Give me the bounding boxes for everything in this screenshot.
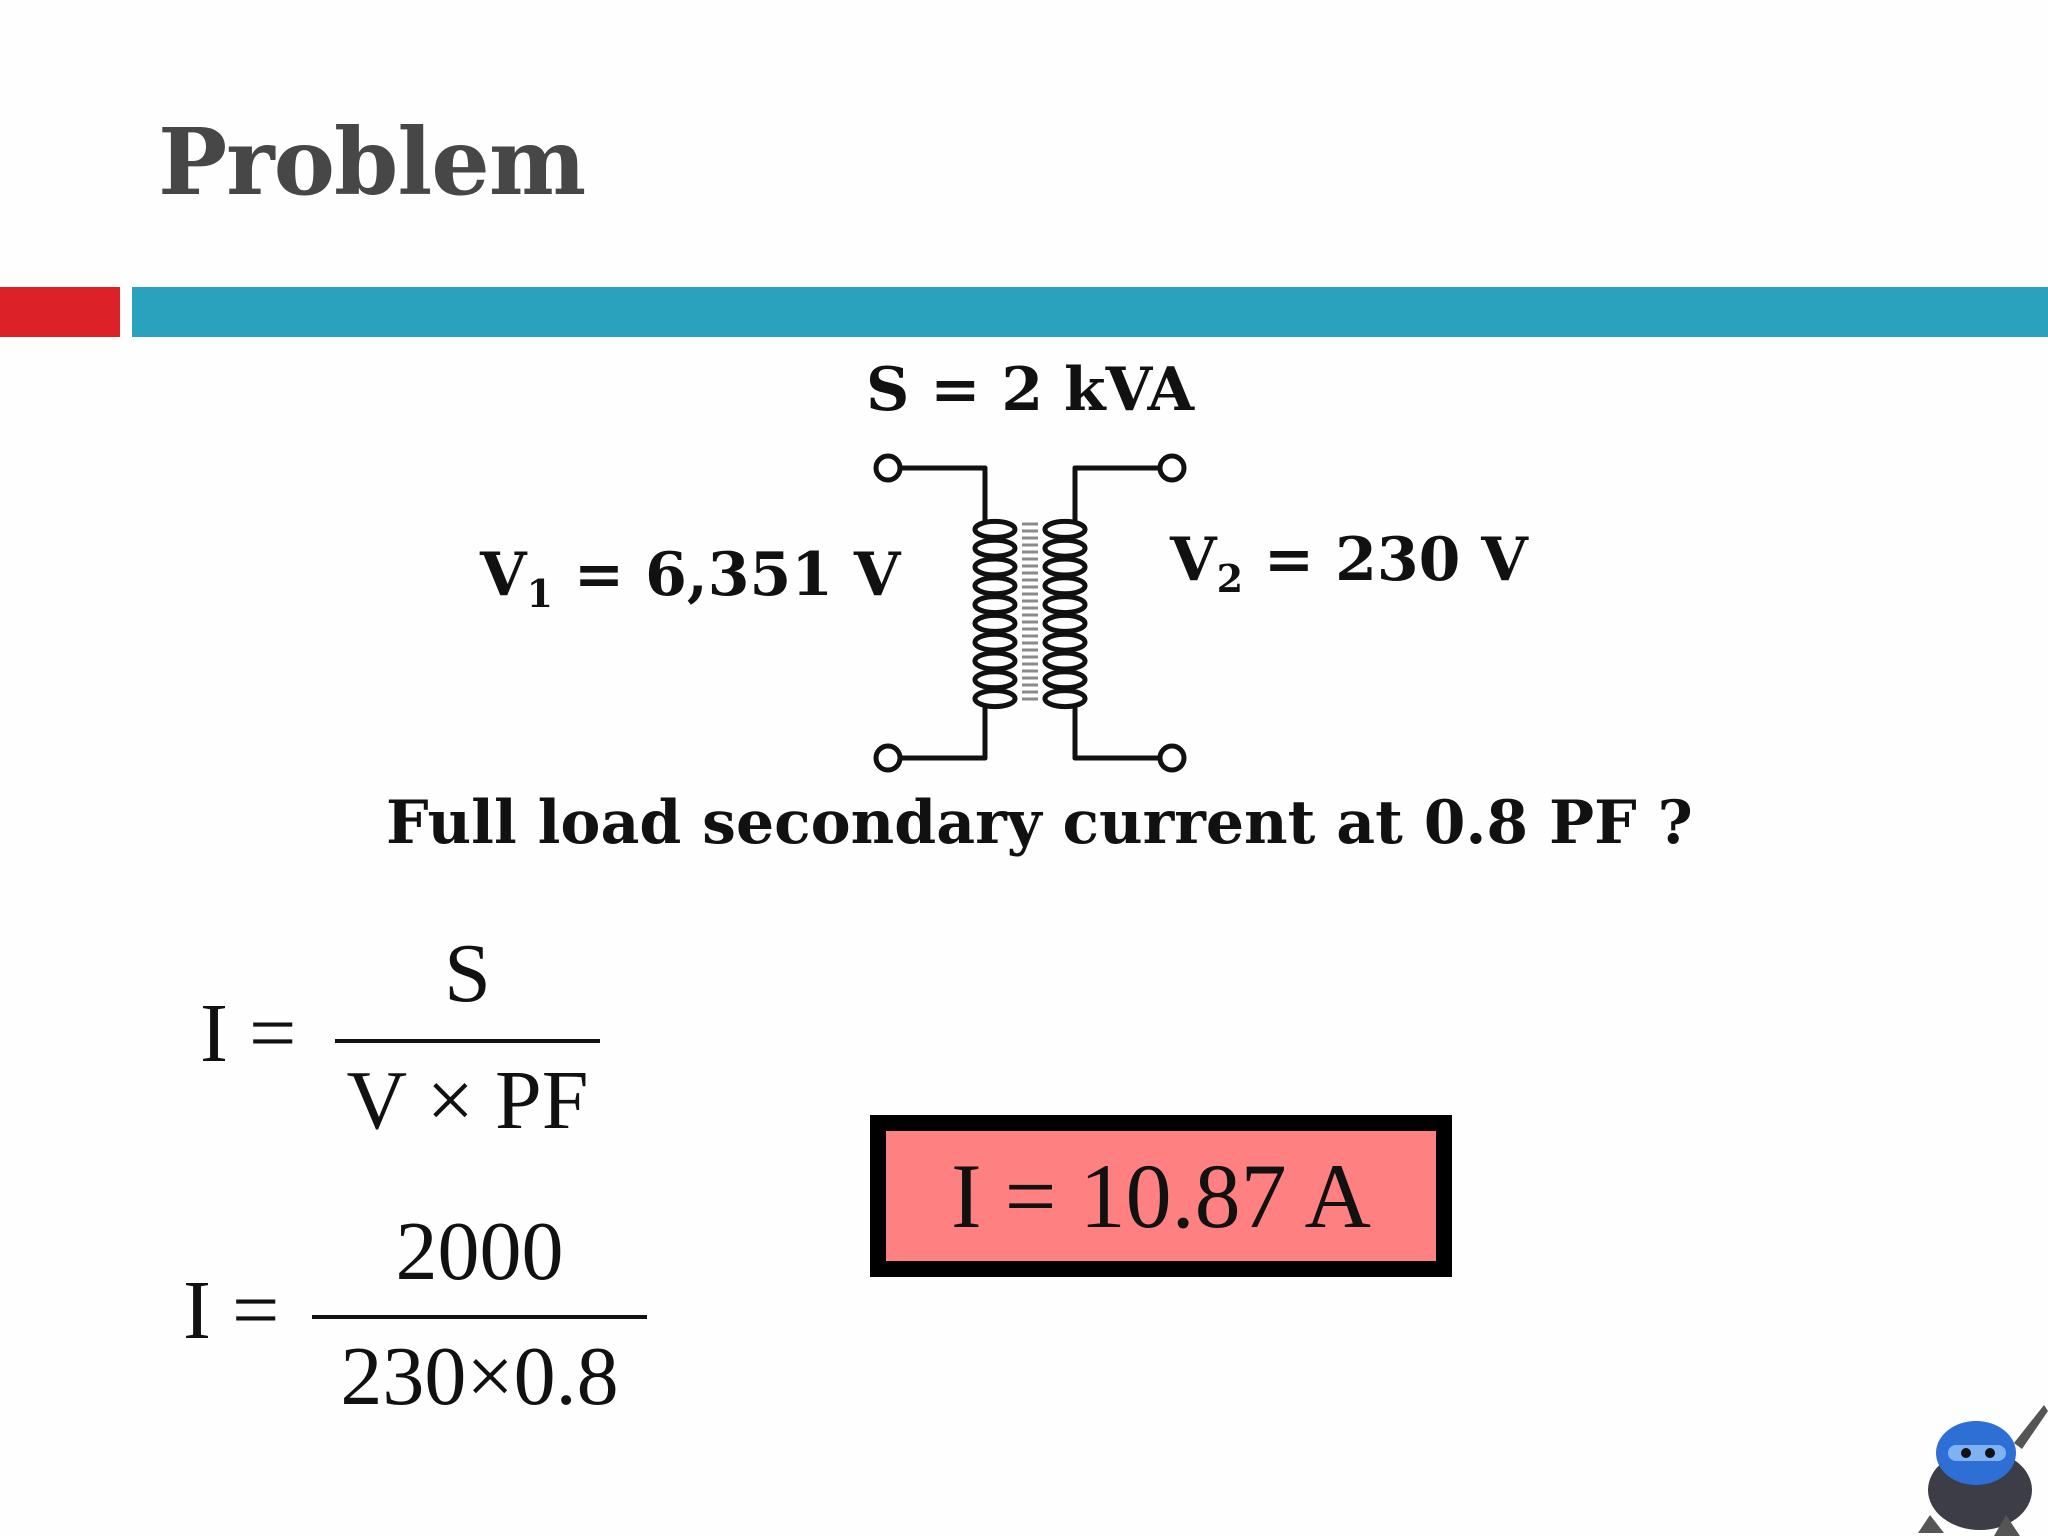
question-text: Full load secondary current at 0.8 PF ? — [386, 788, 1693, 858]
apparent-power-label: S = 2 kVA — [866, 355, 1195, 425]
accent-bar-red — [0, 287, 120, 337]
ninja-mascot-icon — [1918, 1405, 2048, 1536]
formula-lhs: I = — [200, 987, 297, 1080]
secondary-voltage-label: V2 = 230 V — [1170, 525, 1528, 601]
secondary-voltage-symbol: V — [1170, 525, 1217, 595]
formula-fraction-bar — [335, 1039, 600, 1043]
slide-title: Problem — [158, 108, 586, 216]
primary-voltage-subscript: 1 — [526, 571, 554, 616]
formula-denominator: V × PF — [346, 1054, 589, 1147]
substitution-numerator: 2000 — [395, 1205, 564, 1298]
substitution-denominator: 230×0.8 — [340, 1330, 619, 1423]
primary-voltage-label: V1 = 6,351 V — [480, 540, 900, 616]
substitution-lhs: I = — [183, 1264, 280, 1357]
secondary-voltage-subscript: 2 — [1216, 556, 1244, 601]
accent-bar-teal — [132, 287, 2048, 337]
transformer-icon — [873, 453, 1187, 773]
secondary-voltage-value: = 230 V — [1243, 525, 1528, 595]
substitution-fraction-bar — [312, 1315, 647, 1319]
primary-voltage-symbol: V — [480, 540, 527, 610]
formula-numerator: S — [444, 927, 491, 1020]
primary-voltage-value: = 6,351 V — [553, 540, 901, 610]
answer-box: I = 10.87 A — [870, 1115, 1452, 1277]
